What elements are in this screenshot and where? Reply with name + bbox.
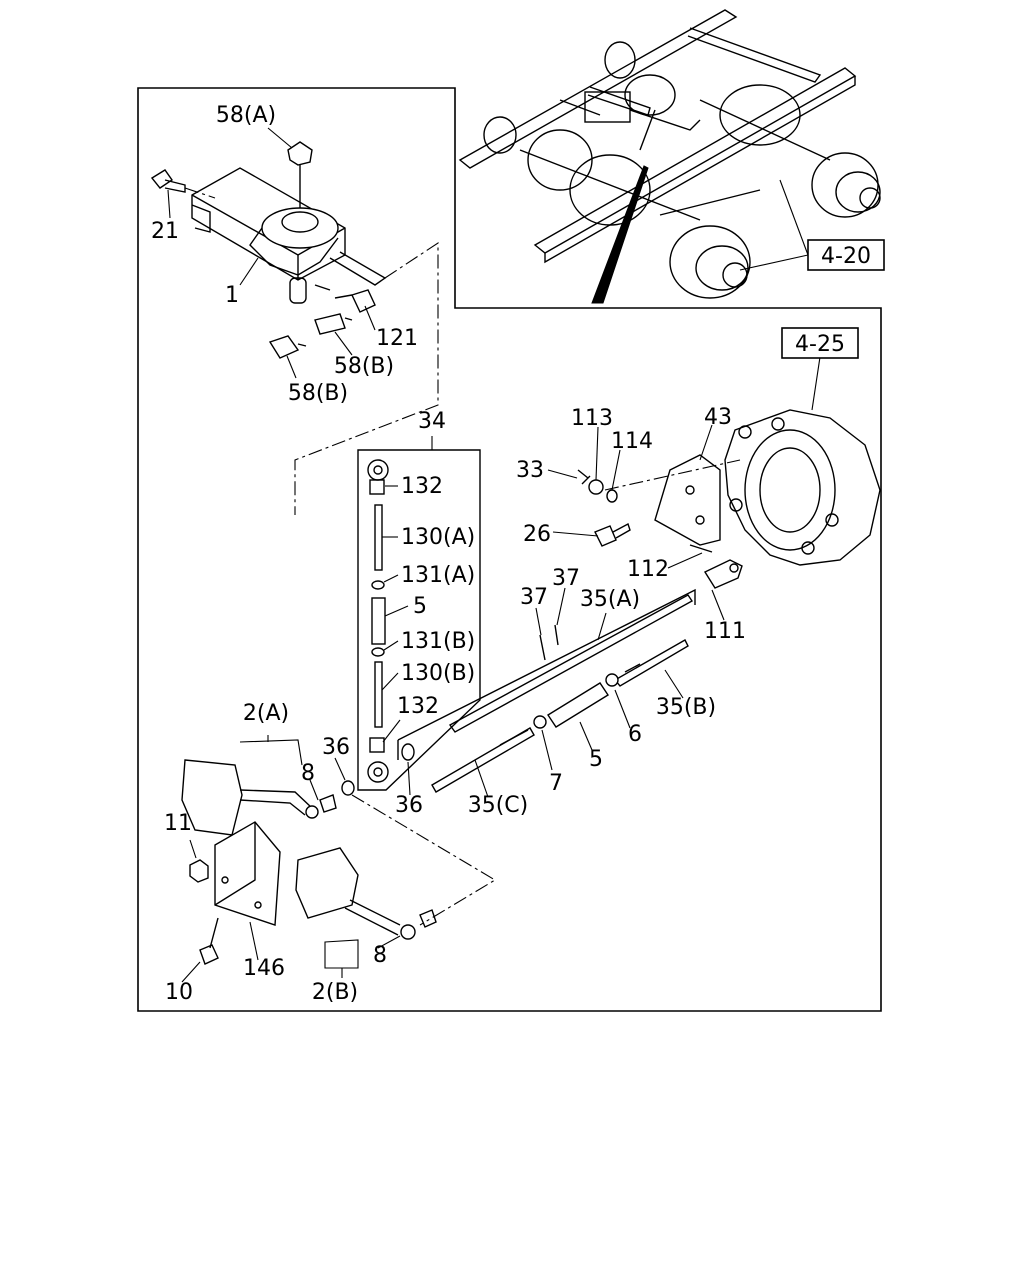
callout-114: 114 <box>611 429 653 454</box>
callout-35c: 35(C) <box>468 793 529 818</box>
callout-26: 26 <box>523 522 551 547</box>
axle-flange-assembly <box>577 409 881 566</box>
callout-5-rod: 5 <box>589 747 603 772</box>
fitting-58b-pair <box>268 313 353 359</box>
callout-146: 146 <box>243 956 285 981</box>
callout-37-a: 37 <box>520 585 548 610</box>
callout-131a: 131(A) <box>401 563 475 588</box>
callout-33: 33 <box>516 458 544 483</box>
callout-131b: 131(B) <box>401 629 475 654</box>
callout-58b-1: 58(B) <box>334 354 394 379</box>
callout-58b-2: 58(B) <box>288 381 348 406</box>
ref-4-25: 4-25 <box>795 332 845 357</box>
callout-7: 7 <box>549 771 563 796</box>
callout-1: 1 <box>225 283 239 308</box>
callout-36-left: 36 <box>322 735 350 760</box>
chassis-overview <box>458 9 881 304</box>
washer-36-left <box>341 780 355 796</box>
callout-10: 10 <box>165 980 193 1005</box>
callout-2b: 2(B) <box>312 980 358 1005</box>
detail-pointer-wedge <box>591 165 649 304</box>
bolt-21 <box>150 169 216 199</box>
callout-37-b: 37 <box>552 566 580 591</box>
callout-130a: 130(A) <box>401 525 475 550</box>
fitting-121 <box>334 289 376 313</box>
callout-121: 121 <box>376 326 418 351</box>
callout-111: 111 <box>704 619 746 644</box>
link-arm-2b <box>295 847 437 940</box>
callout-132-top: 132 <box>401 474 443 499</box>
ref-box-4-20 <box>807 239 885 271</box>
callout-35b: 35(B) <box>656 695 716 720</box>
callout-112: 112 <box>627 557 669 582</box>
callout-21: 21 <box>151 219 179 244</box>
horizontal-rod-assembly <box>397 559 743 793</box>
callout-11: 11 <box>164 811 192 836</box>
callout-5-vertical: 5 <box>413 594 427 619</box>
callout-34: 34 <box>418 409 446 434</box>
ref-box-4-25 <box>781 327 859 359</box>
vertical-link-assembly <box>357 449 481 791</box>
callout-6: 6 <box>628 722 642 747</box>
callout-43: 43 <box>704 405 732 430</box>
ref-4-20: 4-20 <box>821 244 871 269</box>
callout-113: 113 <box>571 406 613 431</box>
callout-36-right: 36 <box>395 793 423 818</box>
link-arm-2a <box>181 759 337 836</box>
leader-lines <box>167 127 821 983</box>
callout-58a: 58(A) <box>216 103 276 128</box>
diagram-frame <box>137 87 882 1012</box>
callout-130b: 130(B) <box>401 661 475 686</box>
callout-8-bottom: 8 <box>373 943 387 968</box>
fitting-58a <box>287 141 313 208</box>
callout-2a: 2(A) <box>243 701 289 726</box>
callout-35a: 35(A) <box>580 587 640 612</box>
callout-8-top: 8 <box>301 761 315 786</box>
callout-132-bottom: 132 <box>397 694 439 719</box>
mount-bracket-146 <box>189 821 281 965</box>
